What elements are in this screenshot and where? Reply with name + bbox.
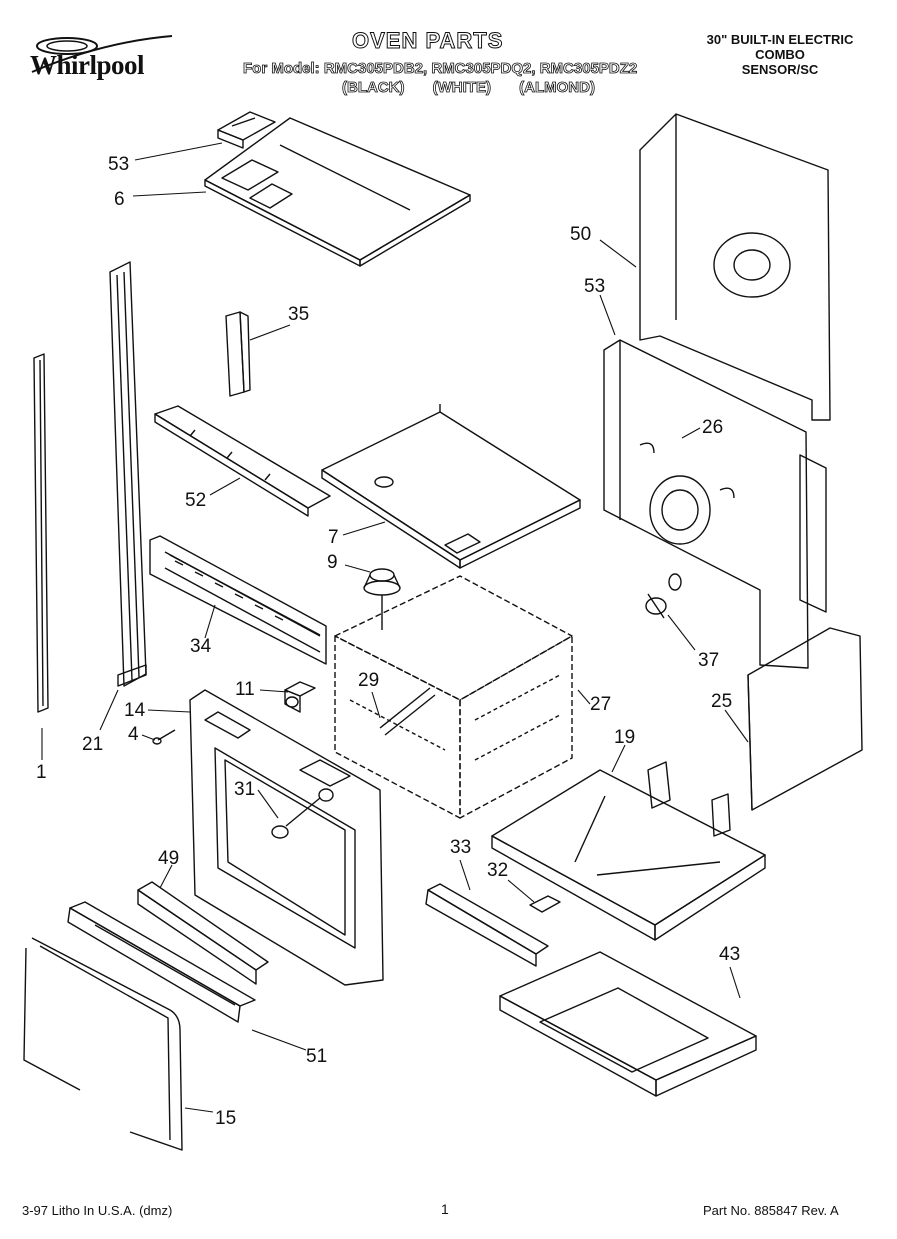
part-30-clip xyxy=(529,895,561,913)
label-15: 15 xyxy=(215,1108,236,1129)
color-white: (WHITE) xyxy=(432,79,491,97)
part-51-kick-panel xyxy=(67,901,256,1023)
label-53: 53 xyxy=(584,276,605,297)
label-34: 34 xyxy=(190,636,212,657)
part-35-bracket xyxy=(225,311,251,397)
label-37: 37 xyxy=(698,650,719,671)
part-27-oven-cavity xyxy=(334,575,573,819)
part-1-side-trim xyxy=(33,353,49,713)
label-14: 14 xyxy=(124,700,146,721)
label-31: 31 xyxy=(234,779,255,800)
label-7: 7 xyxy=(328,527,339,548)
color-variants: (BLACK) (WHITE) (ALMOND) xyxy=(342,79,596,97)
brand-wordmark: Whirlpool xyxy=(30,50,145,80)
label-9: 9 xyxy=(327,552,338,573)
part-6-top-panel xyxy=(204,117,471,267)
color-black: (BLACK) xyxy=(342,79,405,97)
part-52-vent-duct xyxy=(154,405,331,517)
model-list: For Model: RMC305PDB2, RMC305PDQ2, RMC30… xyxy=(243,60,638,78)
label-1: 1 xyxy=(36,762,47,783)
leader-lines xyxy=(41,142,749,1113)
label-33: 33 xyxy=(450,837,471,858)
label-52: 52 xyxy=(185,490,206,511)
label-50: 50 xyxy=(570,224,591,245)
label-29: 29 xyxy=(358,670,379,691)
product-type: 30" BUILT-IN ELECTRIC xyxy=(706,32,854,47)
label-30: 32 xyxy=(487,860,508,881)
label-21: 21 xyxy=(82,734,103,755)
part-19-bottom-plate xyxy=(491,761,766,941)
part-49-lower-trim xyxy=(137,881,269,985)
part-9-sensor xyxy=(363,568,401,630)
product-control: SENSOR/SC xyxy=(741,62,819,77)
label-11: 11 xyxy=(235,679,255,700)
color-almond: (ALMOND) xyxy=(519,79,596,97)
label-25: 25 xyxy=(711,691,732,712)
part-25-side-panel xyxy=(747,627,863,811)
part-29-element xyxy=(379,687,436,736)
part-14-front-frame xyxy=(189,689,384,986)
label-27: 27 xyxy=(590,694,611,715)
part-26-back-panel xyxy=(603,339,827,669)
whirlpool-logo xyxy=(31,35,173,73)
part-15-gasket xyxy=(23,937,183,1151)
label-32: 53 xyxy=(108,154,129,175)
part-21-side-channel xyxy=(109,261,147,687)
label-43: 43 xyxy=(719,944,740,965)
part-37-fan-bracket xyxy=(645,593,667,619)
page-title: OVEN PARTS xyxy=(351,28,504,54)
part-11-switch xyxy=(284,681,316,713)
label-51: 51 xyxy=(306,1046,327,1067)
part-50-rear-wrapper xyxy=(639,113,831,421)
part-4-screw xyxy=(152,729,176,745)
part-32-bracket xyxy=(217,111,276,149)
part-43-tray xyxy=(499,951,757,1097)
label-26: 26 xyxy=(702,417,723,438)
part-33-bottom-trim xyxy=(425,883,549,967)
print-info: 3-97 Litho In U.S.A. (dmz) xyxy=(22,1203,173,1218)
label-19: 19 xyxy=(614,727,635,748)
part-34-vent-panel xyxy=(149,535,327,665)
label-35: 35 xyxy=(288,304,309,325)
label-4: 4 xyxy=(128,724,139,745)
part-7-baffle xyxy=(321,404,581,569)
part-number: Part No. 885847 Rev. A xyxy=(703,1203,839,1218)
part-31-thermostat xyxy=(271,788,334,839)
product-combo: COMBO xyxy=(755,47,805,62)
page-number: 1 xyxy=(441,1201,449,1217)
label-49: 49 xyxy=(158,848,179,869)
product-info: 30" BUILT-IN ELECTRIC COMBO SENSOR/SC xyxy=(690,32,870,77)
label-6: 6 xyxy=(114,189,125,210)
part-labels: 53 6 35 52 7 9 34 11 29 14 4 21 1 31 49 … xyxy=(36,154,740,1129)
